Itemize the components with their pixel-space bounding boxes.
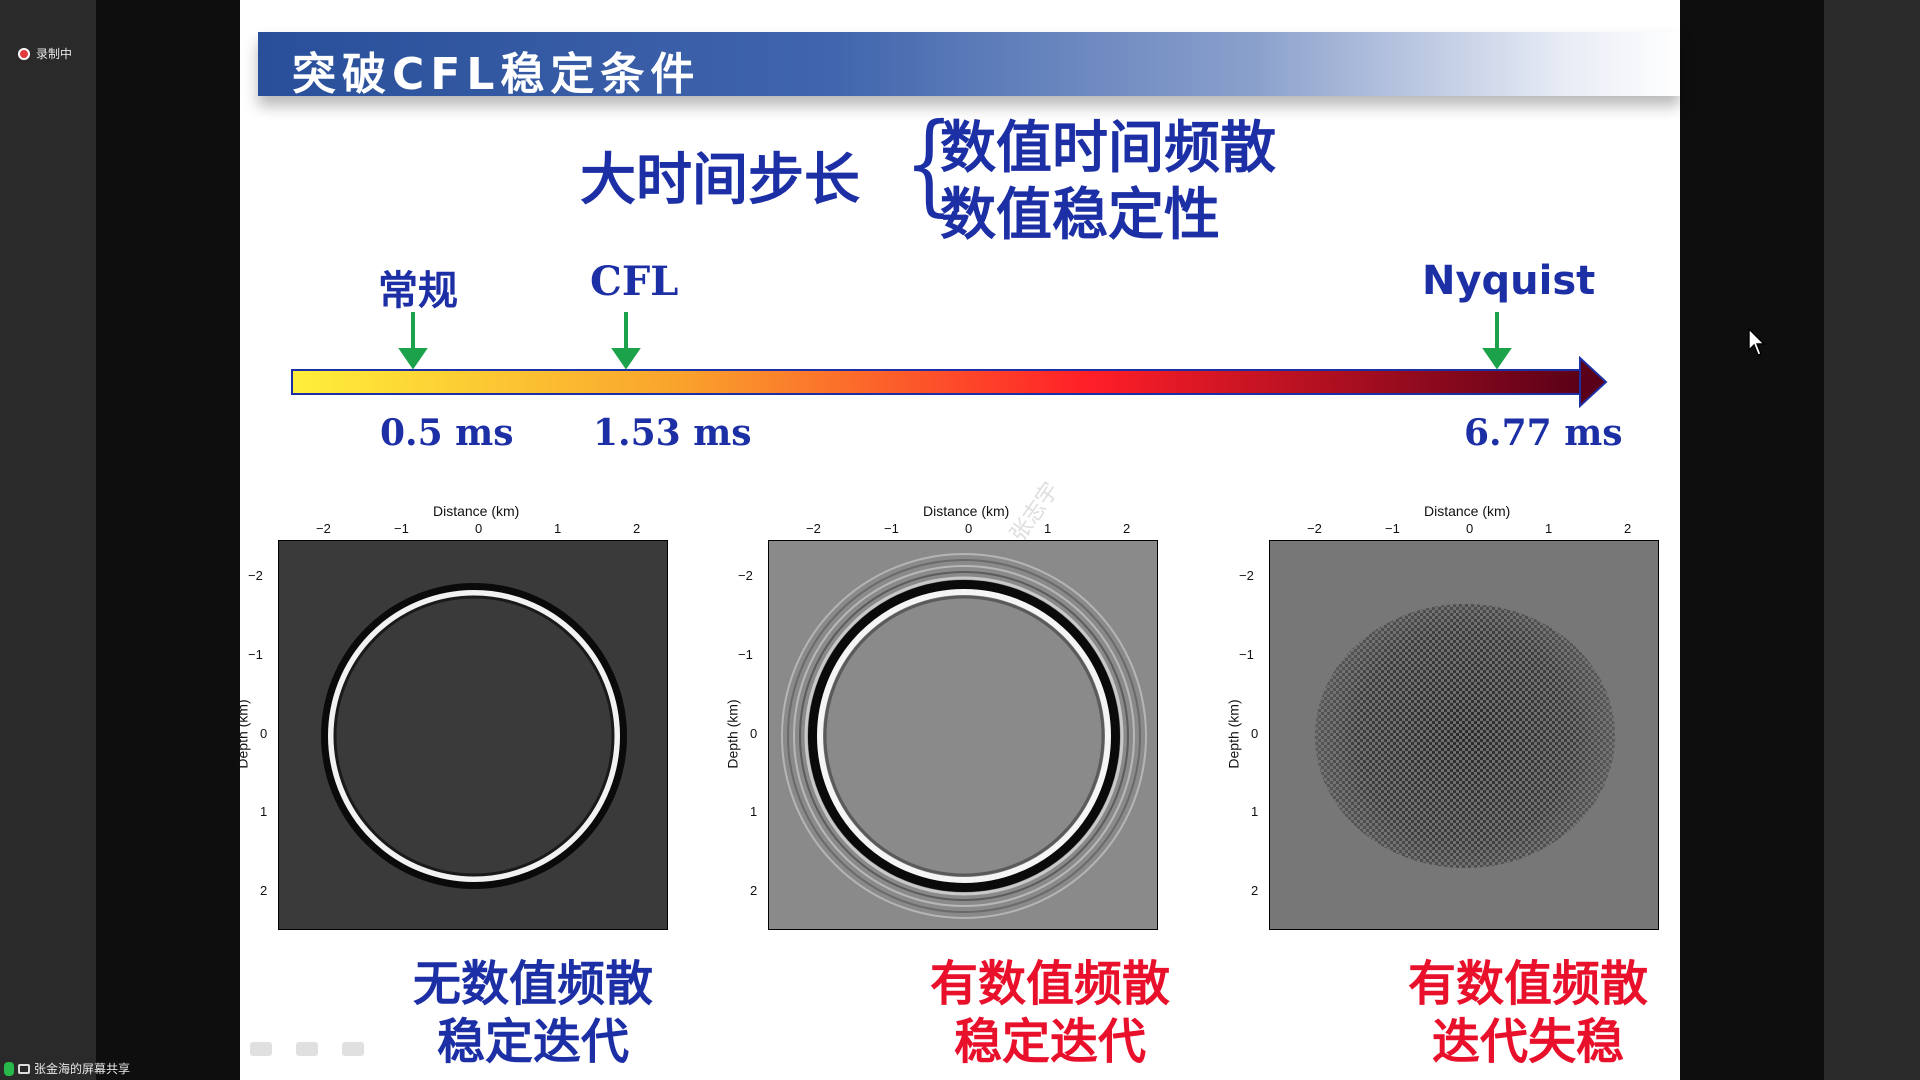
y-tick: −2 <box>1239 568 1254 583</box>
x-tick: 1 <box>554 521 562 536</box>
x-tick: 1 <box>1044 521 1052 536</box>
marker-arrow-cfl <box>611 312 641 370</box>
marker-label-nyquist: Nyquist <box>1422 258 1596 304</box>
y-axis-label: Depth (km) <box>234 699 251 769</box>
y-tick: 1 <box>260 804 268 819</box>
pen-icon[interactable] <box>296 1042 318 1056</box>
marker-label-normal: 常规 <box>378 268 458 314</box>
y-tick: −2 <box>248 568 263 583</box>
x-tick: −2 <box>1307 521 1322 536</box>
screen-share-indicator[interactable]: 张金海的屏幕共享 <box>4 1060 130 1077</box>
y-tick: 0 <box>750 726 758 741</box>
y-axis-label: Depth (km) <box>724 699 741 769</box>
tick-value-nyquist: 6.77 ms <box>1464 412 1623 454</box>
mouse-cursor-icon <box>1748 328 1766 356</box>
record-icon <box>18 47 30 60</box>
marker-arrow-nyquist <box>1482 312 1512 370</box>
y-axis-label: Depth (km) <box>1225 699 1242 769</box>
microphone-icon <box>4 1061 14 1076</box>
y-tick: −1 <box>248 647 263 662</box>
timestep-gradient-arrow <box>291 355 1608 409</box>
back-arrow-icon[interactable] <box>250 1042 272 1056</box>
x-tick: 2 <box>1123 521 1131 536</box>
y-tick: 2 <box>1251 883 1259 898</box>
share-label: 张金海的屏幕共享 <box>34 1062 131 1076</box>
letterbox-left <box>96 0 240 1080</box>
slide-title: 突破CFL稳定条件 <box>292 49 701 100</box>
x-tick: 1 <box>1545 521 1553 536</box>
x-tick: 2 <box>1624 521 1632 536</box>
marker-arrow-normal <box>398 312 428 370</box>
tick-value-cfl: 1.53 ms <box>593 412 752 454</box>
x-tick: 0 <box>475 521 483 536</box>
brace-item-stability: 数值稳定性 <box>940 183 1220 248</box>
y-tick: −1 <box>1239 647 1254 662</box>
y-tick: 2 <box>750 883 758 898</box>
brace-symbol: { <box>904 99 954 227</box>
x-tick: 0 <box>965 521 973 536</box>
marker-label-cfl: CFL <box>590 258 679 305</box>
tick-value-normal: 0.5 ms <box>380 412 514 454</box>
x-axis-label: Distance (km) <box>433 503 520 519</box>
title-band: 突破CFL稳定条件 <box>258 32 1680 100</box>
y-tick: 0 <box>1251 726 1259 741</box>
letterbox-right <box>1680 0 1824 1080</box>
x-axis-label: Distance (km) <box>923 503 1010 519</box>
x-tick: −1 <box>884 521 899 536</box>
caption-plot-1: 无数值频散 稳定迭代 <box>353 955 713 1071</box>
y-tick: 1 <box>1251 804 1259 819</box>
menu-icon[interactable] <box>342 1042 364 1056</box>
recording-indicator[interactable]: 录制中 <box>18 45 72 62</box>
wavefield-image <box>1269 540 1659 930</box>
brace-item-dispersion: 数值时间频散 <box>940 116 1276 181</box>
x-axis-label: Distance (km) <box>1424 503 1511 519</box>
wavefield-plot-1: Distance (km) Depth (km) −2 −1 0 1 2 −2 … <box>232 500 668 940</box>
caption-line: 无数值频散 <box>412 956 653 1012</box>
caption-line: 稳定迭代 <box>953 1014 1146 1070</box>
x-tick: −2 <box>806 521 821 536</box>
y-tick: 0 <box>260 726 268 741</box>
caption-plot-3: 有数值频散 迭代失稳 <box>1348 955 1708 1071</box>
caption-line: 有数值频散 <box>929 956 1170 1012</box>
wavefield-image <box>278 540 668 930</box>
wavefield-plot-2: Distance (km) Depth (km) −2 −1 0 1 2 −2 … <box>722 500 1158 940</box>
caption-plot-2: 有数值频散 稳定迭代 <box>870 955 1230 1071</box>
meeting-right-panel <box>1824 0 1920 1080</box>
y-tick: 2 <box>260 883 268 898</box>
screen-icon <box>18 1063 30 1074</box>
slide-toolbar[interactable] <box>250 1042 364 1056</box>
y-tick: −1 <box>738 647 753 662</box>
x-tick: −1 <box>1385 521 1400 536</box>
caption-line: 有数值频散 <box>1407 956 1648 1012</box>
meeting-left-panel: 录制中 <box>0 0 96 1080</box>
timestep-scale <box>291 312 1608 409</box>
x-tick: 2 <box>633 521 641 536</box>
big-time-step-label: 大时间步长 <box>580 148 860 213</box>
wavefield-plot-3: Distance (km) Depth (km) −2 −1 0 1 2 −2 … <box>1223 500 1659 940</box>
y-tick: −2 <box>738 568 753 583</box>
y-tick: 1 <box>750 804 758 819</box>
x-tick: −1 <box>394 521 409 536</box>
wavefield-image <box>768 540 1158 930</box>
x-tick: 0 <box>1466 521 1474 536</box>
x-tick: −2 <box>316 521 331 536</box>
caption-line: 迭代失稳 <box>1431 1014 1624 1070</box>
recording-label: 录制中 <box>36 47 73 61</box>
caption-line: 稳定迭代 <box>436 1014 629 1070</box>
presentation-slide: 突破CFL稳定条件 大时间步长 { 数值时间频散 数值稳定性 常规 CFL Ny… <box>235 0 1766 1080</box>
